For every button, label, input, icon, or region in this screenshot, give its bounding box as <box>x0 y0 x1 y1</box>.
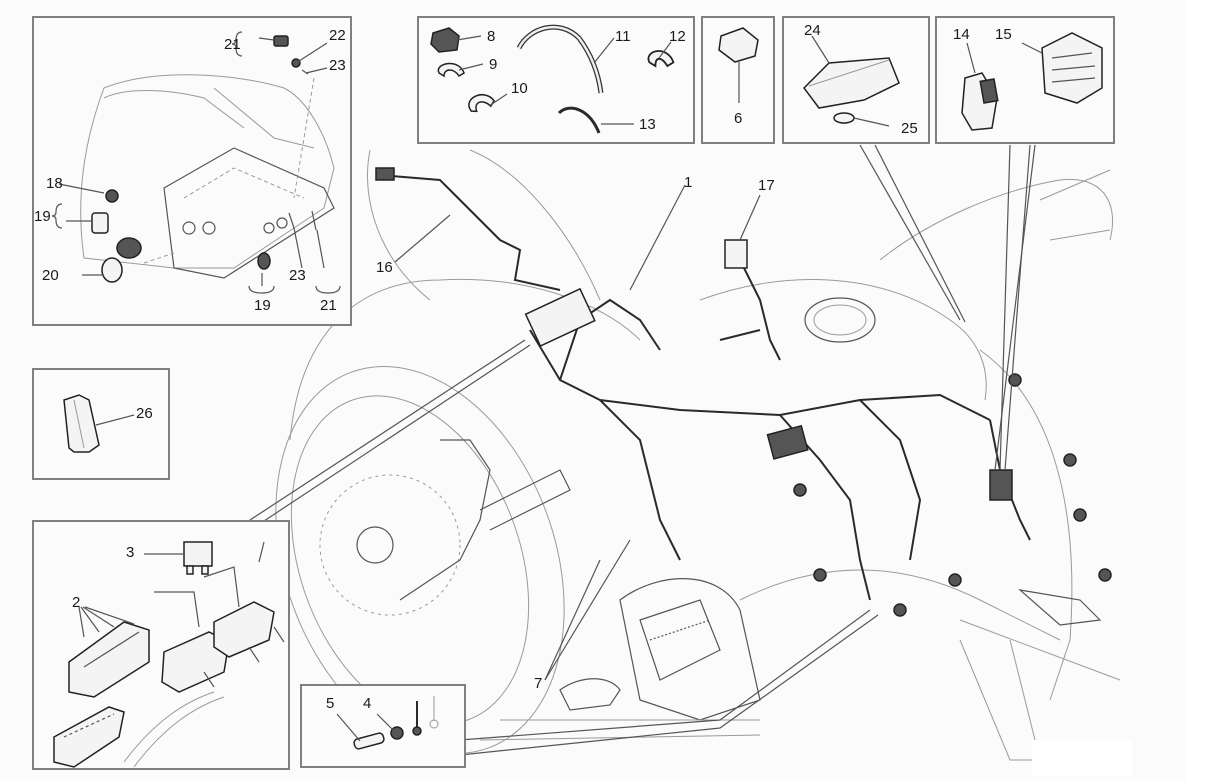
label-14: 14 <box>953 26 970 43</box>
label-24: 24 <box>804 22 821 39</box>
label-17: 17 <box>758 177 775 194</box>
blank-area <box>1032 740 1132 776</box>
inset-frame-connectors: 14 15 <box>935 16 1115 144</box>
label-15: 15 <box>995 26 1012 43</box>
right-margin <box>1186 0 1205 781</box>
label-4: 4 <box>363 695 372 712</box>
label-21-lower: 21 <box>320 297 337 314</box>
label-6: 6 <box>734 110 743 127</box>
label-26: 26 <box>136 405 153 422</box>
label-23-lower: 23 <box>289 267 306 284</box>
label-18: 18 <box>46 175 63 192</box>
inset-frame-screws: 5 4 <box>300 684 466 768</box>
screws-drawing <box>336 696 439 750</box>
label-25: 25 <box>901 120 918 137</box>
label-22: 22 <box>329 27 346 44</box>
label-19-lower: 19 <box>254 297 271 314</box>
label-3: 3 <box>126 544 135 561</box>
inset-frame-fusebox: 3 2 <box>32 520 290 770</box>
label-7: 7 <box>534 675 543 692</box>
inset-frame-tool: 26 <box>32 368 170 480</box>
label-20: 20 <box>42 267 59 284</box>
label-12: 12 <box>669 28 686 45</box>
label-9: 9 <box>489 56 498 73</box>
label-1: 1 <box>684 174 693 191</box>
rack-drawing <box>51 31 341 294</box>
label-19: 19 <box>34 208 51 225</box>
clips-drawing <box>430 24 675 134</box>
connectors-drawing <box>961 32 1103 131</box>
tool-drawing <box>63 394 135 453</box>
label-23: 23 <box>329 57 346 74</box>
label-13: 13 <box>639 116 656 133</box>
inset-frame-rack: 18 19 20 21 22 23 23 19 21 <box>32 16 352 326</box>
label-8: 8 <box>487 28 496 45</box>
cap-drawing <box>718 27 759 103</box>
fusebox-drawing <box>53 541 285 768</box>
label-21: 21 <box>224 36 241 53</box>
cover-drawing <box>803 35 900 127</box>
label-5: 5 <box>326 695 335 712</box>
label-16: 16 <box>376 259 393 276</box>
label-2: 2 <box>72 594 81 611</box>
inset-frame-clips: 8 9 10 11 12 13 <box>417 16 695 144</box>
label-11: 11 <box>615 28 631 45</box>
label-10: 10 <box>511 80 528 97</box>
inset-frame-cap: 6 <box>701 16 775 144</box>
inset-frame-cover: 24 25 <box>782 16 930 144</box>
